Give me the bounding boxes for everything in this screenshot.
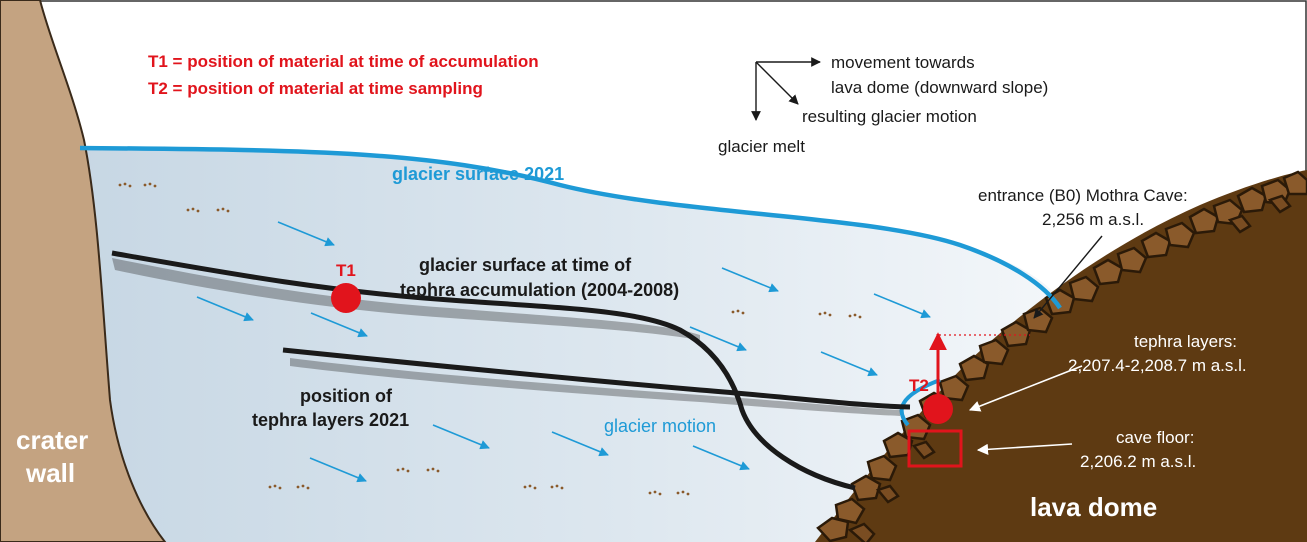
glacier-motion-label: glacier motion [604, 416, 716, 436]
key-movement-towards: movement towards [831, 53, 975, 72]
cave-floor-box [907, 429, 963, 468]
crater-wall-label-1: crater [16, 425, 88, 455]
crater-wall [0, 0, 167, 542]
accumulation-surface-line [111, 250, 856, 491]
glacier-snout-outline [899, 378, 941, 427]
cave-floor-label-1: cave floor: [1116, 428, 1194, 447]
entrance-label-1: entrance (B0) Mothra Cave: [978, 186, 1188, 205]
key-glacier-melt: glacier melt [718, 137, 805, 156]
glacier-ice-body [80, 148, 1065, 542]
t2-marker [923, 394, 953, 424]
entrance-pointer-arrow [1033, 235, 1103, 319]
t1-label: T1 [336, 261, 356, 280]
lava-dome [815, 170, 1307, 542]
tephra-position-label-2: tephra layers 2021 [252, 410, 409, 430]
glacier-surface-2021-label: glacier surface 2021 [392, 164, 564, 184]
tephra-layers-label-2: 2,207.4-2,208.7 m a.s.l. [1068, 356, 1247, 375]
tephra-stipple-lower [290, 358, 900, 416]
glacier-surface-2021-line [79, 145, 1062, 310]
tephra-stipple-upper [112, 258, 700, 340]
motion-key-arrows [751, 57, 821, 121]
crater-wall-label-2: wall [25, 458, 75, 488]
sediment-dots [118, 182, 862, 496]
lava-dome-boulders [816, 170, 1307, 542]
accumulation-surface-label-2: tephra accumulation (2004-2008) [400, 280, 679, 300]
resulting-motion-arrow [755, 61, 799, 105]
tephra-position-label-1: position of [300, 386, 393, 406]
lava-dome-label: lava dome [1030, 492, 1157, 522]
tephra-layers-2021-line [282, 347, 911, 410]
tephra-layers-label-1: tephra layers: [1134, 332, 1237, 351]
t2-label: T2 [909, 376, 929, 395]
tephra-layers-pointer-arrow [968, 365, 1083, 412]
key-lava-dome-slope: lava dome (downward slope) [831, 78, 1048, 97]
legend-t2: T2 = position of material at time sampli… [148, 79, 483, 98]
key-resulting-motion: resulting glacier motion [802, 107, 977, 126]
cave-floor-label-2: 2,206.2 m a.s.l. [1080, 452, 1196, 471]
accumulation-surface-label-1: glacier surface at time of [419, 255, 632, 275]
t1-marker [331, 283, 361, 313]
legend-t1: T1 = position of material at time of acc… [148, 52, 539, 71]
cave-floor-pointer-arrow [976, 443, 1073, 455]
entrance-label-2: 2,256 m a.s.l. [1042, 210, 1144, 229]
glacier-motion-arrows [196, 221, 931, 483]
